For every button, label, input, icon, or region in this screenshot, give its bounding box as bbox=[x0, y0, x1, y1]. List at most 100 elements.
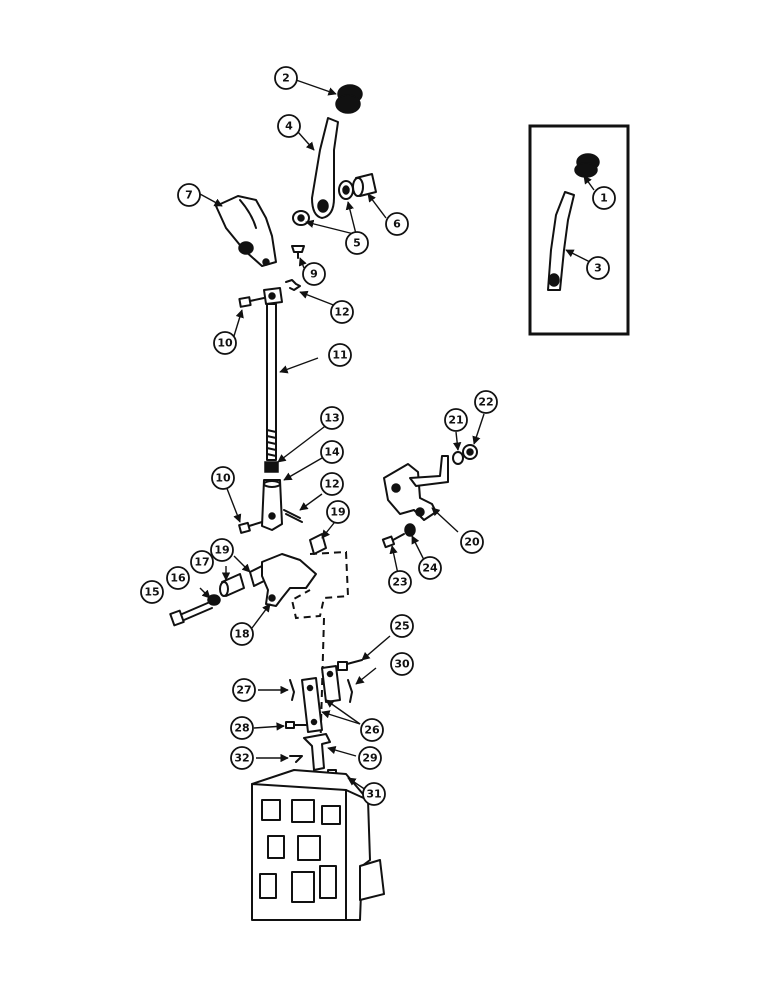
svg-text:28: 28 bbox=[234, 722, 249, 735]
bracket bbox=[383, 455, 449, 521]
cotter-pin bbox=[283, 509, 303, 523]
callout-10: 10 bbox=[213, 331, 237, 355]
washer bbox=[207, 594, 221, 606]
inset-knob bbox=[574, 153, 600, 178]
svg-text:23: 23 bbox=[392, 576, 407, 589]
cotter-pin bbox=[347, 679, 353, 703]
callout-23: 23 bbox=[388, 570, 412, 594]
callout-20: 20 bbox=[460, 530, 484, 554]
callout-7: 7 bbox=[177, 183, 201, 207]
svg-text:2: 2 bbox=[282, 72, 290, 85]
callout-12: 12 bbox=[330, 300, 354, 324]
callout-11: 11 bbox=[328, 343, 352, 367]
svg-text:9: 9 bbox=[310, 268, 318, 281]
bolt bbox=[238, 521, 263, 534]
svg-text:22: 22 bbox=[478, 396, 493, 409]
svg-text:19: 19 bbox=[330, 506, 345, 519]
callout-13: 13 bbox=[320, 406, 344, 430]
clevis bbox=[261, 479, 283, 531]
washer bbox=[338, 180, 354, 200]
callout-27: 27 bbox=[232, 678, 256, 702]
bellcrank bbox=[261, 553, 317, 607]
svg-text:29: 29 bbox=[362, 752, 377, 765]
callout-32: 32 bbox=[230, 746, 254, 770]
control-valve-body bbox=[251, 769, 385, 921]
svg-text:16: 16 bbox=[170, 572, 186, 585]
svg-text:3: 3 bbox=[594, 262, 602, 275]
bolt bbox=[337, 659, 363, 671]
svg-text:5: 5 bbox=[353, 237, 361, 250]
svg-text:18: 18 bbox=[234, 628, 249, 641]
valve-lever bbox=[303, 733, 331, 771]
svg-text:19: 19 bbox=[214, 544, 229, 557]
callout-12: 12 bbox=[320, 472, 344, 496]
svg-text:12: 12 bbox=[324, 478, 339, 491]
callout-15: 15 bbox=[140, 580, 164, 604]
callout-2: 2 bbox=[274, 66, 298, 90]
knob bbox=[335, 84, 363, 114]
bolt bbox=[169, 601, 213, 627]
bolt bbox=[238, 296, 265, 308]
leader-lines bbox=[199, 79, 595, 791]
quadrant-plate bbox=[215, 195, 277, 267]
callout-9: 9 bbox=[302, 262, 326, 286]
svg-text:30: 30 bbox=[394, 658, 410, 671]
callout-19: 19 bbox=[210, 538, 234, 562]
svg-text:6: 6 bbox=[393, 218, 401, 231]
svg-text:24: 24 bbox=[422, 562, 438, 575]
pin bbox=[285, 721, 307, 729]
callout-29: 29 bbox=[358, 746, 382, 770]
callout-5: 5 bbox=[345, 231, 369, 255]
svg-text:25: 25 bbox=[394, 620, 409, 633]
callout-25: 25 bbox=[390, 614, 414, 638]
nut bbox=[264, 461, 279, 473]
callout-17: 17 bbox=[190, 550, 214, 574]
svg-text:14: 14 bbox=[324, 446, 340, 459]
cotter-pin bbox=[285, 279, 301, 291]
svg-text:26: 26 bbox=[364, 724, 380, 737]
link-strap bbox=[321, 665, 341, 703]
svg-text:20: 20 bbox=[464, 536, 480, 549]
washer bbox=[452, 451, 464, 465]
callout-1: 1 bbox=[592, 186, 616, 210]
inset-frame bbox=[528, 124, 630, 336]
callout-18: 18 bbox=[230, 622, 254, 646]
inset-lever bbox=[547, 191, 575, 291]
bushing bbox=[309, 533, 327, 555]
callout-24: 24 bbox=[418, 556, 442, 580]
svg-text:10: 10 bbox=[215, 472, 231, 485]
washer bbox=[292, 210, 310, 226]
screw bbox=[291, 245, 305, 259]
svg-text:31: 31 bbox=[366, 788, 381, 801]
bushing bbox=[352, 173, 377, 197]
callout-26: 26 bbox=[360, 718, 384, 742]
callout-22: 22 bbox=[474, 390, 498, 414]
callout-6: 6 bbox=[385, 212, 409, 236]
callout-21: 21 bbox=[444, 408, 468, 432]
shift-lever bbox=[311, 117, 339, 219]
linkage-outline-dashed bbox=[290, 550, 350, 620]
cotter-pin bbox=[289, 679, 295, 701]
callout-31: 31 bbox=[362, 782, 386, 806]
bolt bbox=[381, 533, 405, 549]
svg-text:27: 27 bbox=[236, 684, 251, 697]
callout-3: 3 bbox=[586, 256, 610, 280]
callout-16: 16 bbox=[166, 566, 190, 590]
svg-text:1: 1 bbox=[600, 192, 608, 205]
washer bbox=[404, 523, 416, 537]
svg-text:10: 10 bbox=[217, 337, 233, 350]
shift-rod bbox=[266, 303, 277, 461]
callout-28: 28 bbox=[230, 716, 254, 740]
nut bbox=[462, 444, 478, 460]
svg-text:32: 32 bbox=[234, 752, 249, 765]
svg-text:21: 21 bbox=[448, 414, 463, 427]
svg-text:11: 11 bbox=[332, 349, 347, 362]
callout-10: 10 bbox=[211, 466, 235, 490]
rod-end-clevis bbox=[263, 287, 283, 305]
svg-text:13: 13 bbox=[324, 412, 339, 425]
svg-text:12: 12 bbox=[334, 306, 349, 319]
svg-text:17: 17 bbox=[194, 556, 209, 569]
svg-text:7: 7 bbox=[185, 189, 193, 202]
cotter-pin bbox=[289, 755, 303, 763]
